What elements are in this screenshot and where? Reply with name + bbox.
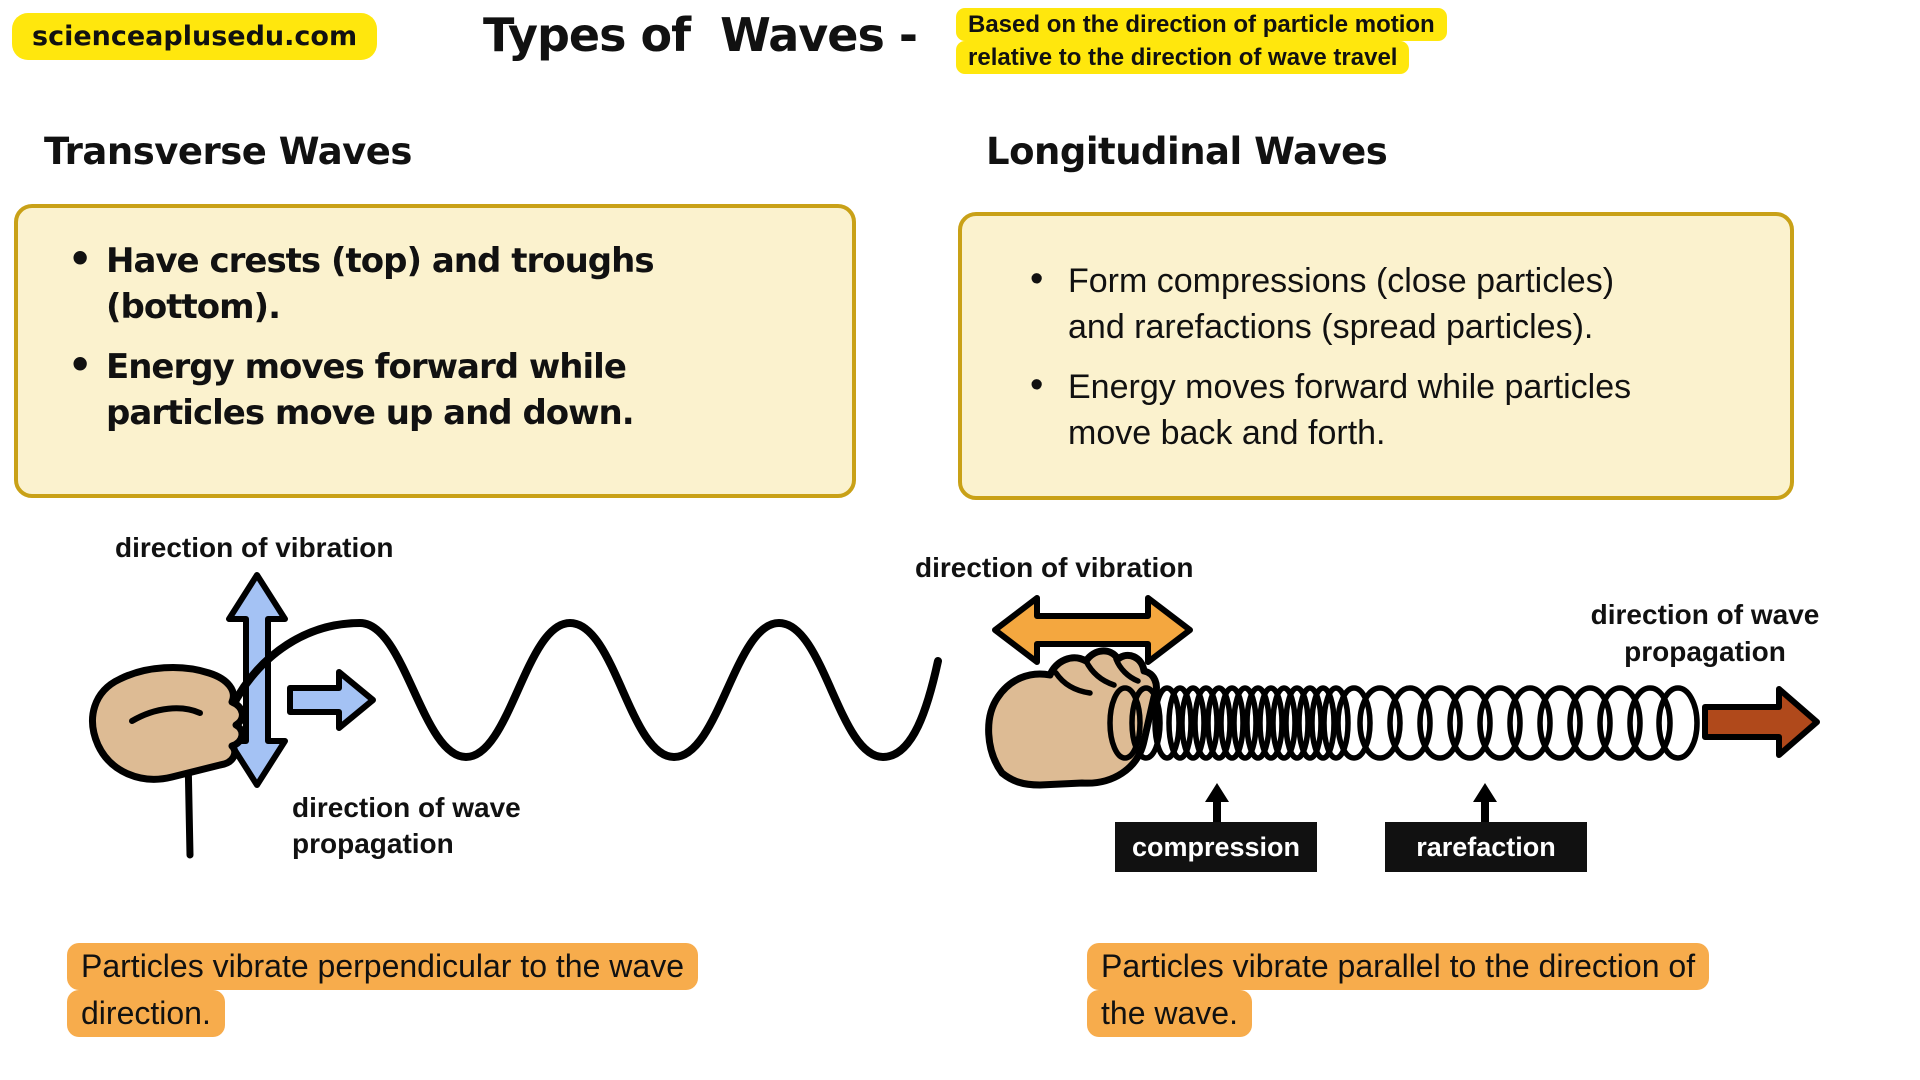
caption-line: Particles vibrate perpendicular to the w… — [67, 943, 698, 990]
bullet-item: Form compressions (close particles)and r… — [1026, 256, 1780, 350]
propagation-arrow-icon — [1702, 686, 1820, 758]
caption-line: direction. — [67, 990, 225, 1037]
transverse-bullet-list: Have crests (top) and troughs(bottom). E… — [64, 236, 832, 436]
longitudinal-wave-diagram — [985, 595, 1820, 823]
spring-coil-icon — [1107, 685, 1700, 761]
longitudinal-bullet-list: Form compressions (close particles)and r… — [1026, 256, 1780, 456]
rarefaction-pointer-icon — [1473, 783, 1497, 823]
wave-curve — [228, 618, 942, 762]
longitudinal-heading: Longitudinal Waves — [986, 130, 1388, 173]
transverse-caption: Particles vibrate perpendicular to the w… — [67, 943, 698, 1037]
subtitle-note-line: relative to the direction of wave travel — [956, 41, 1410, 74]
longitudinal-caption: Particles vibrate parallel to the direct… — [1087, 943, 1710, 1037]
page-title: Types of Waves - — [483, 8, 918, 62]
longitudinal-info-box: Form compressions (close particles)and r… — [958, 212, 1794, 500]
caption-line: the wave. — [1087, 990, 1252, 1037]
site-badge: scienceaplusedu.com — [12, 13, 378, 60]
transverse-heading: Transverse Waves — [44, 130, 412, 173]
compression-pointer-icon — [1205, 783, 1229, 823]
subtitle-note: Based on the direction of particle motio… — [956, 8, 1447, 74]
right-arrow-icon — [287, 669, 376, 731]
transverse-vibration-label: direction of vibration — [115, 532, 394, 563]
longitudinal-vibration-label: direction of vibration — [915, 552, 1194, 583]
bullet-item: Have crests (top) and troughs(bottom). — [64, 236, 832, 330]
hand-icon — [89, 663, 246, 783]
caption-line: Particles vibrate parallel to the direct… — [1087, 943, 1710, 990]
rarefaction-label: rarefaction — [1385, 822, 1587, 872]
compression-label: compression — [1115, 822, 1317, 872]
left-right-arrow-icon — [992, 595, 1193, 665]
subtitle-note-line: Based on the direction of particle motio… — [956, 8, 1447, 41]
transverse-info-box: Have crests (top) and troughs(bottom). E… — [14, 204, 856, 498]
transverse-wave-diagram — [89, 572, 942, 859]
up-down-arrow-icon — [226, 572, 288, 788]
bullet-item: Energy moves forward while particlesmove… — [1026, 362, 1780, 456]
